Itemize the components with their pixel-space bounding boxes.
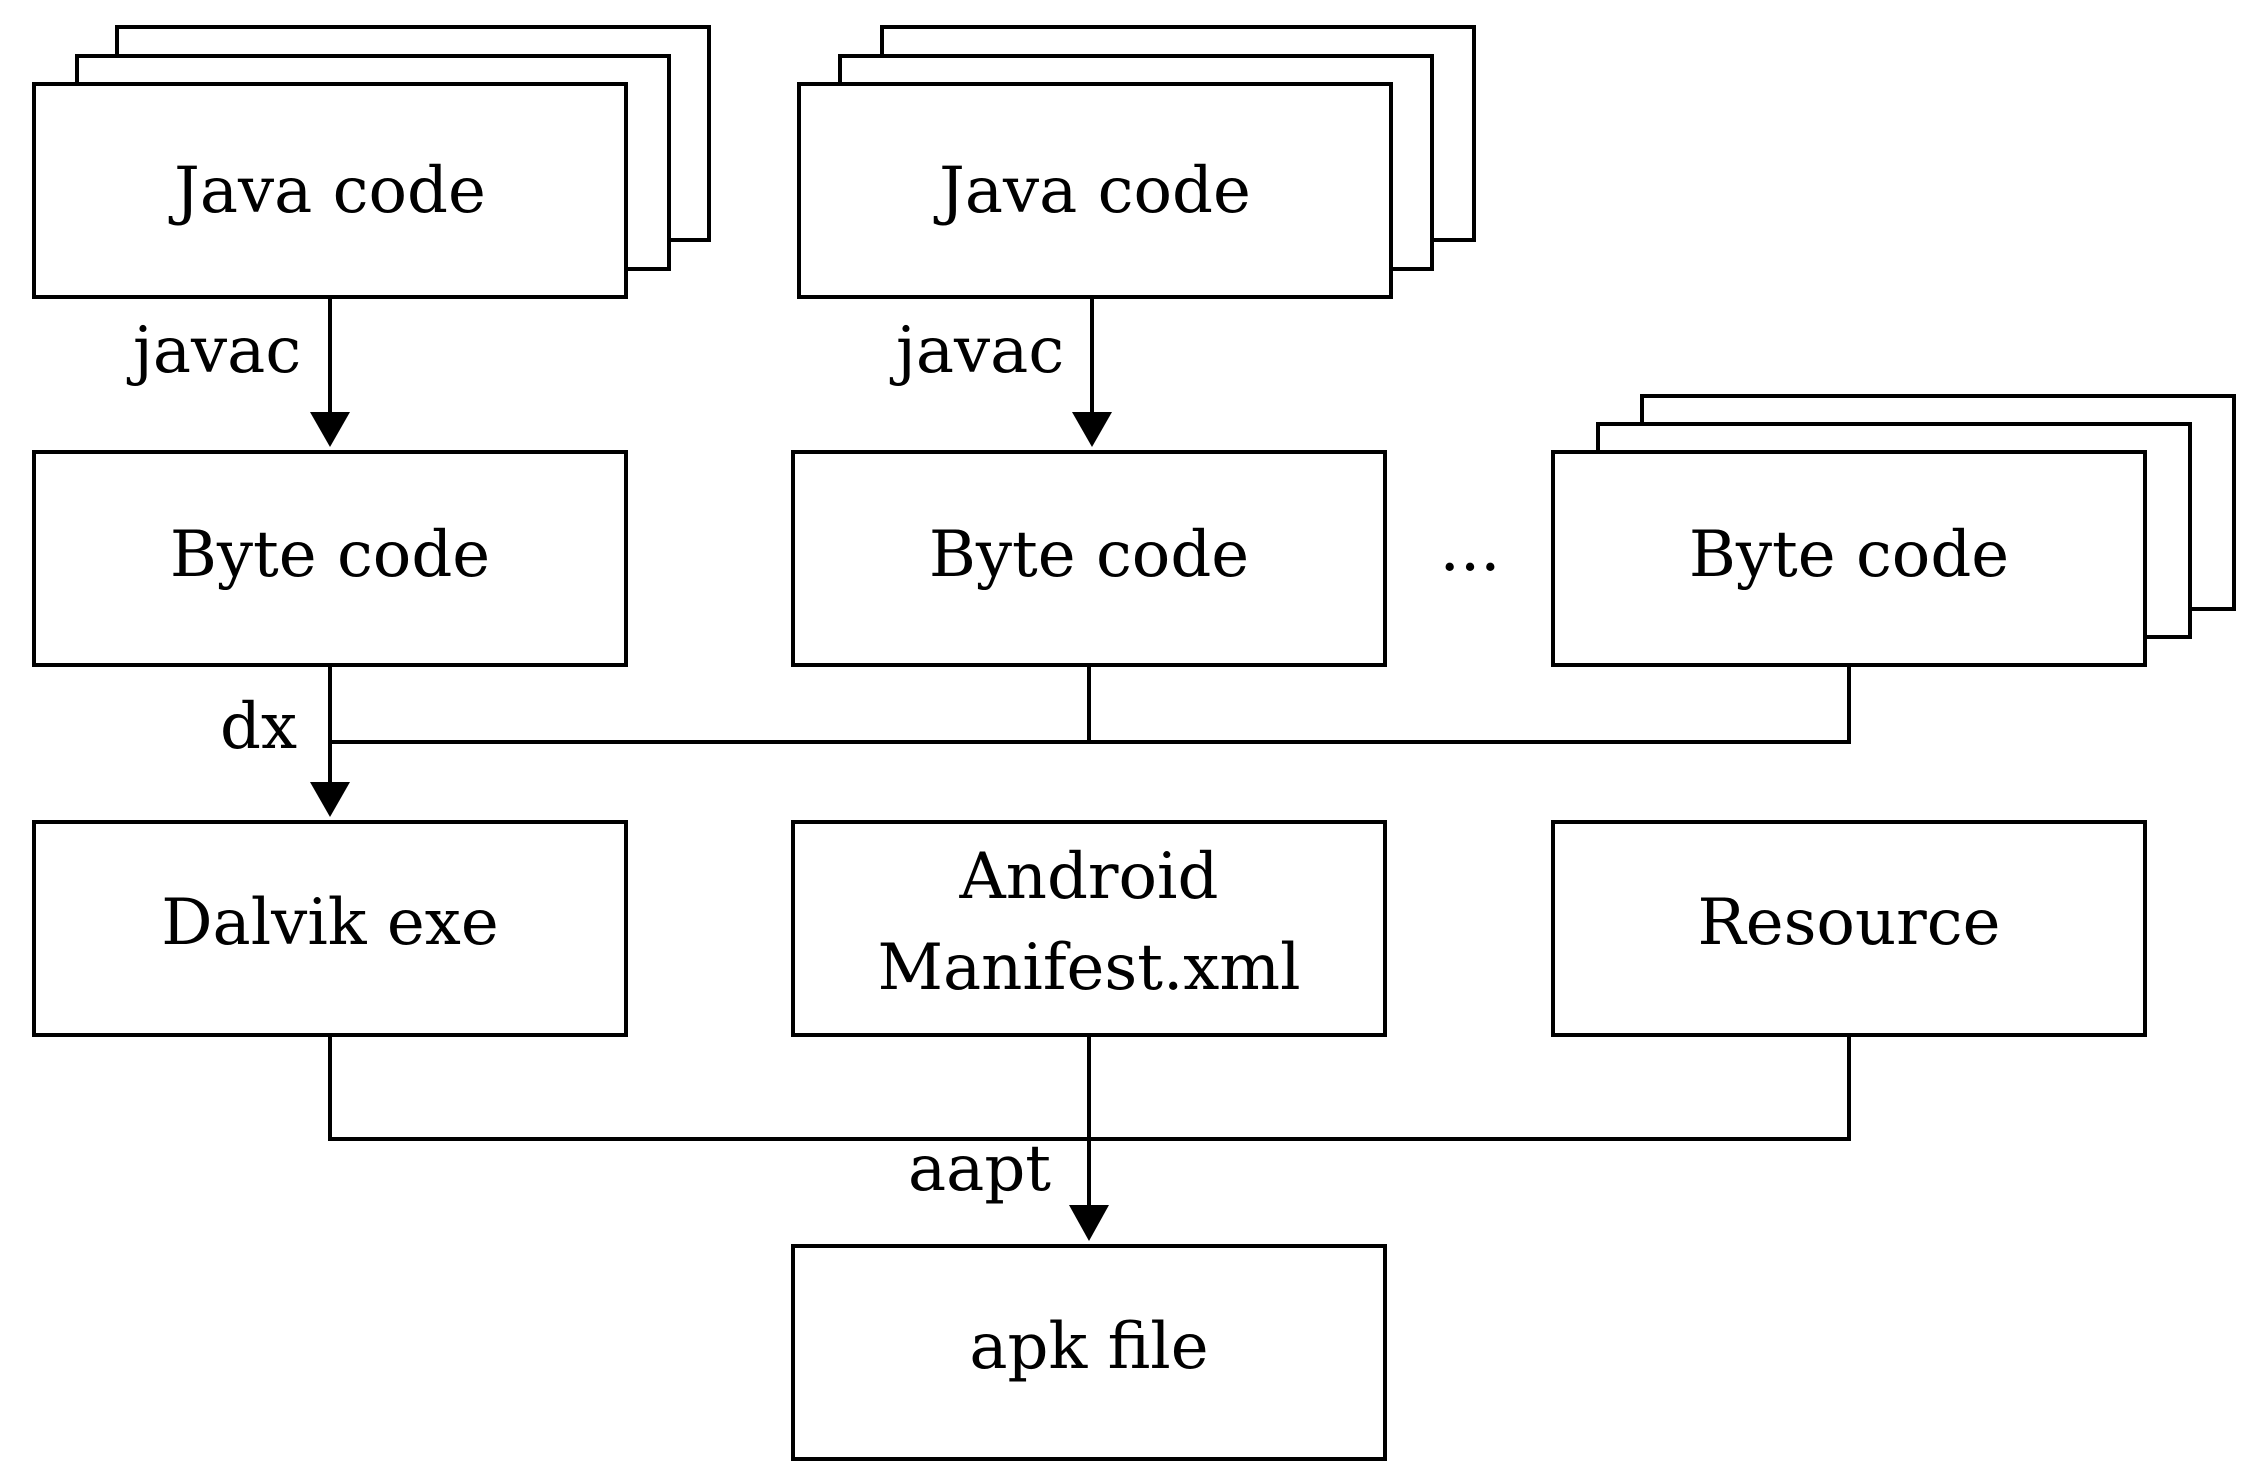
javac-arrow-1 — [310, 297, 350, 447]
java-code-stack-1: Java code — [32, 25, 711, 299]
byte-code-label-3: Byte code — [1689, 518, 2009, 592]
dalvik-exe-label: Dalvik exe — [161, 886, 499, 960]
apk-file-box: apk file — [791, 1244, 1387, 1461]
resource-label: Resource — [1698, 886, 2001, 960]
dalvik-exe-box: Dalvik exe — [32, 820, 628, 1037]
javac-label-1: javac — [126, 314, 301, 388]
dx-connector — [310, 665, 1851, 817]
byte-code-stack-3: Byte code — [1551, 394, 2236, 667]
dx-label: dx — [220, 690, 297, 764]
byte-code-box-2: Byte code — [791, 450, 1387, 667]
java-code-label-1: Java code — [168, 154, 486, 228]
android-manifest-label-line2: Manifest.xml — [877, 931, 1300, 1005]
byte-code-label-1: Byte code — [170, 518, 490, 592]
java-code-stack-2: Java code — [797, 25, 1476, 299]
aapt-connector — [328, 1035, 1851, 1241]
ellipsis-label: ... — [1439, 512, 1500, 586]
android-manifest-box: Android Manifest.xml — [791, 820, 1387, 1037]
javac-label-2: javac — [889, 314, 1064, 388]
javac-arrow-2 — [1072, 297, 1112, 447]
byte-code-label-2: Byte code — [929, 518, 1249, 592]
byte-code-box-1: Byte code — [32, 450, 628, 667]
aapt-label: aapt — [908, 1132, 1051, 1206]
android-manifest-label-line1: Android — [959, 840, 1219, 914]
apk-file-label: apk file — [969, 1310, 1208, 1384]
java-code-label-2: Java code — [933, 154, 1251, 228]
resource-box: Resource — [1551, 820, 2147, 1037]
